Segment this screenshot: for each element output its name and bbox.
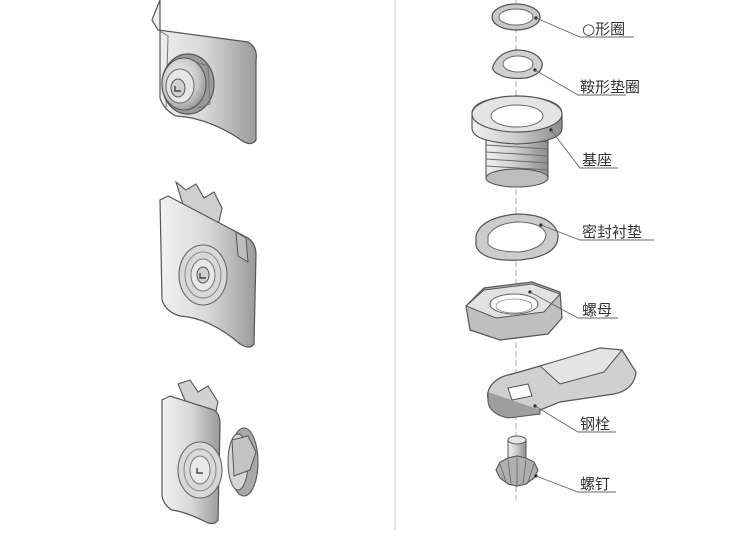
cam-latch-part xyxy=(487,347,637,419)
assembled-view-top xyxy=(151,0,257,145)
assembled-view-bottom xyxy=(161,379,259,525)
label-screw: 螺钉 xyxy=(580,475,610,493)
label-o-ring: ○形圈 xyxy=(582,20,625,38)
label-nut: 螺母 xyxy=(582,301,612,319)
label-cam: 钢栓 xyxy=(580,415,610,433)
assembled-view-middle xyxy=(159,180,257,348)
leader-lines xyxy=(529,17,654,493)
wave-washer-part xyxy=(492,49,543,80)
o-ring-part xyxy=(491,3,541,31)
base-housing-part xyxy=(471,95,563,188)
screw-part xyxy=(495,435,539,487)
label-base: 基座 xyxy=(582,151,612,169)
label-seal-gasket: 密封衬垫 xyxy=(582,223,642,241)
label-wave-washer: 鞍形垫圈 xyxy=(580,78,640,96)
seal-gasket-part xyxy=(475,213,559,261)
hex-nut-part xyxy=(465,281,563,341)
